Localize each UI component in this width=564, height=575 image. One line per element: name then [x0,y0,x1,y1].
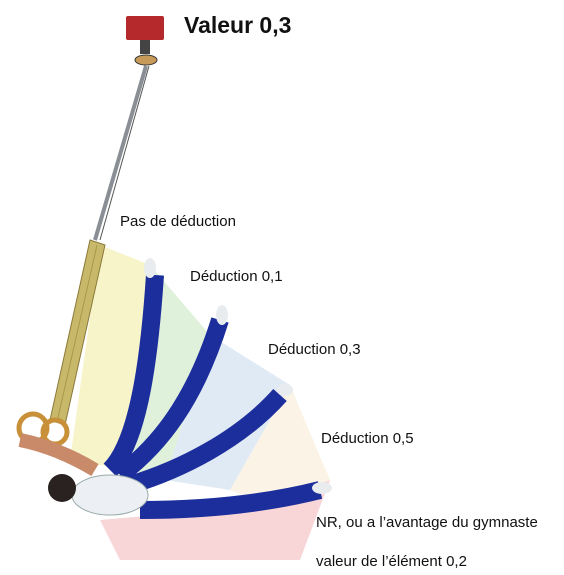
foot-3 [277,384,293,396]
label-deduction-05: Déduction 0,5 [321,430,414,447]
ceiling-mount [126,16,164,40]
swivel [135,55,157,65]
label-deduction-03: Déduction 0,3 [268,341,361,358]
mount-bar [140,40,150,54]
foot-1 [144,258,156,278]
foot-4 [312,482,332,494]
label-deduction-01: Déduction 0,1 [190,268,283,285]
label-nr: NR, ou a l’avantage du gymnaste [316,514,538,531]
foot-2 [216,305,228,325]
value-title: Valeur 0,3 [184,12,291,39]
label-no-deduction: Pas de déduction [120,213,236,230]
label-element-value: valeur de l’élément 0,2 [316,553,467,570]
gymnast-head [48,474,76,502]
gymnast-torso [72,475,148,515]
